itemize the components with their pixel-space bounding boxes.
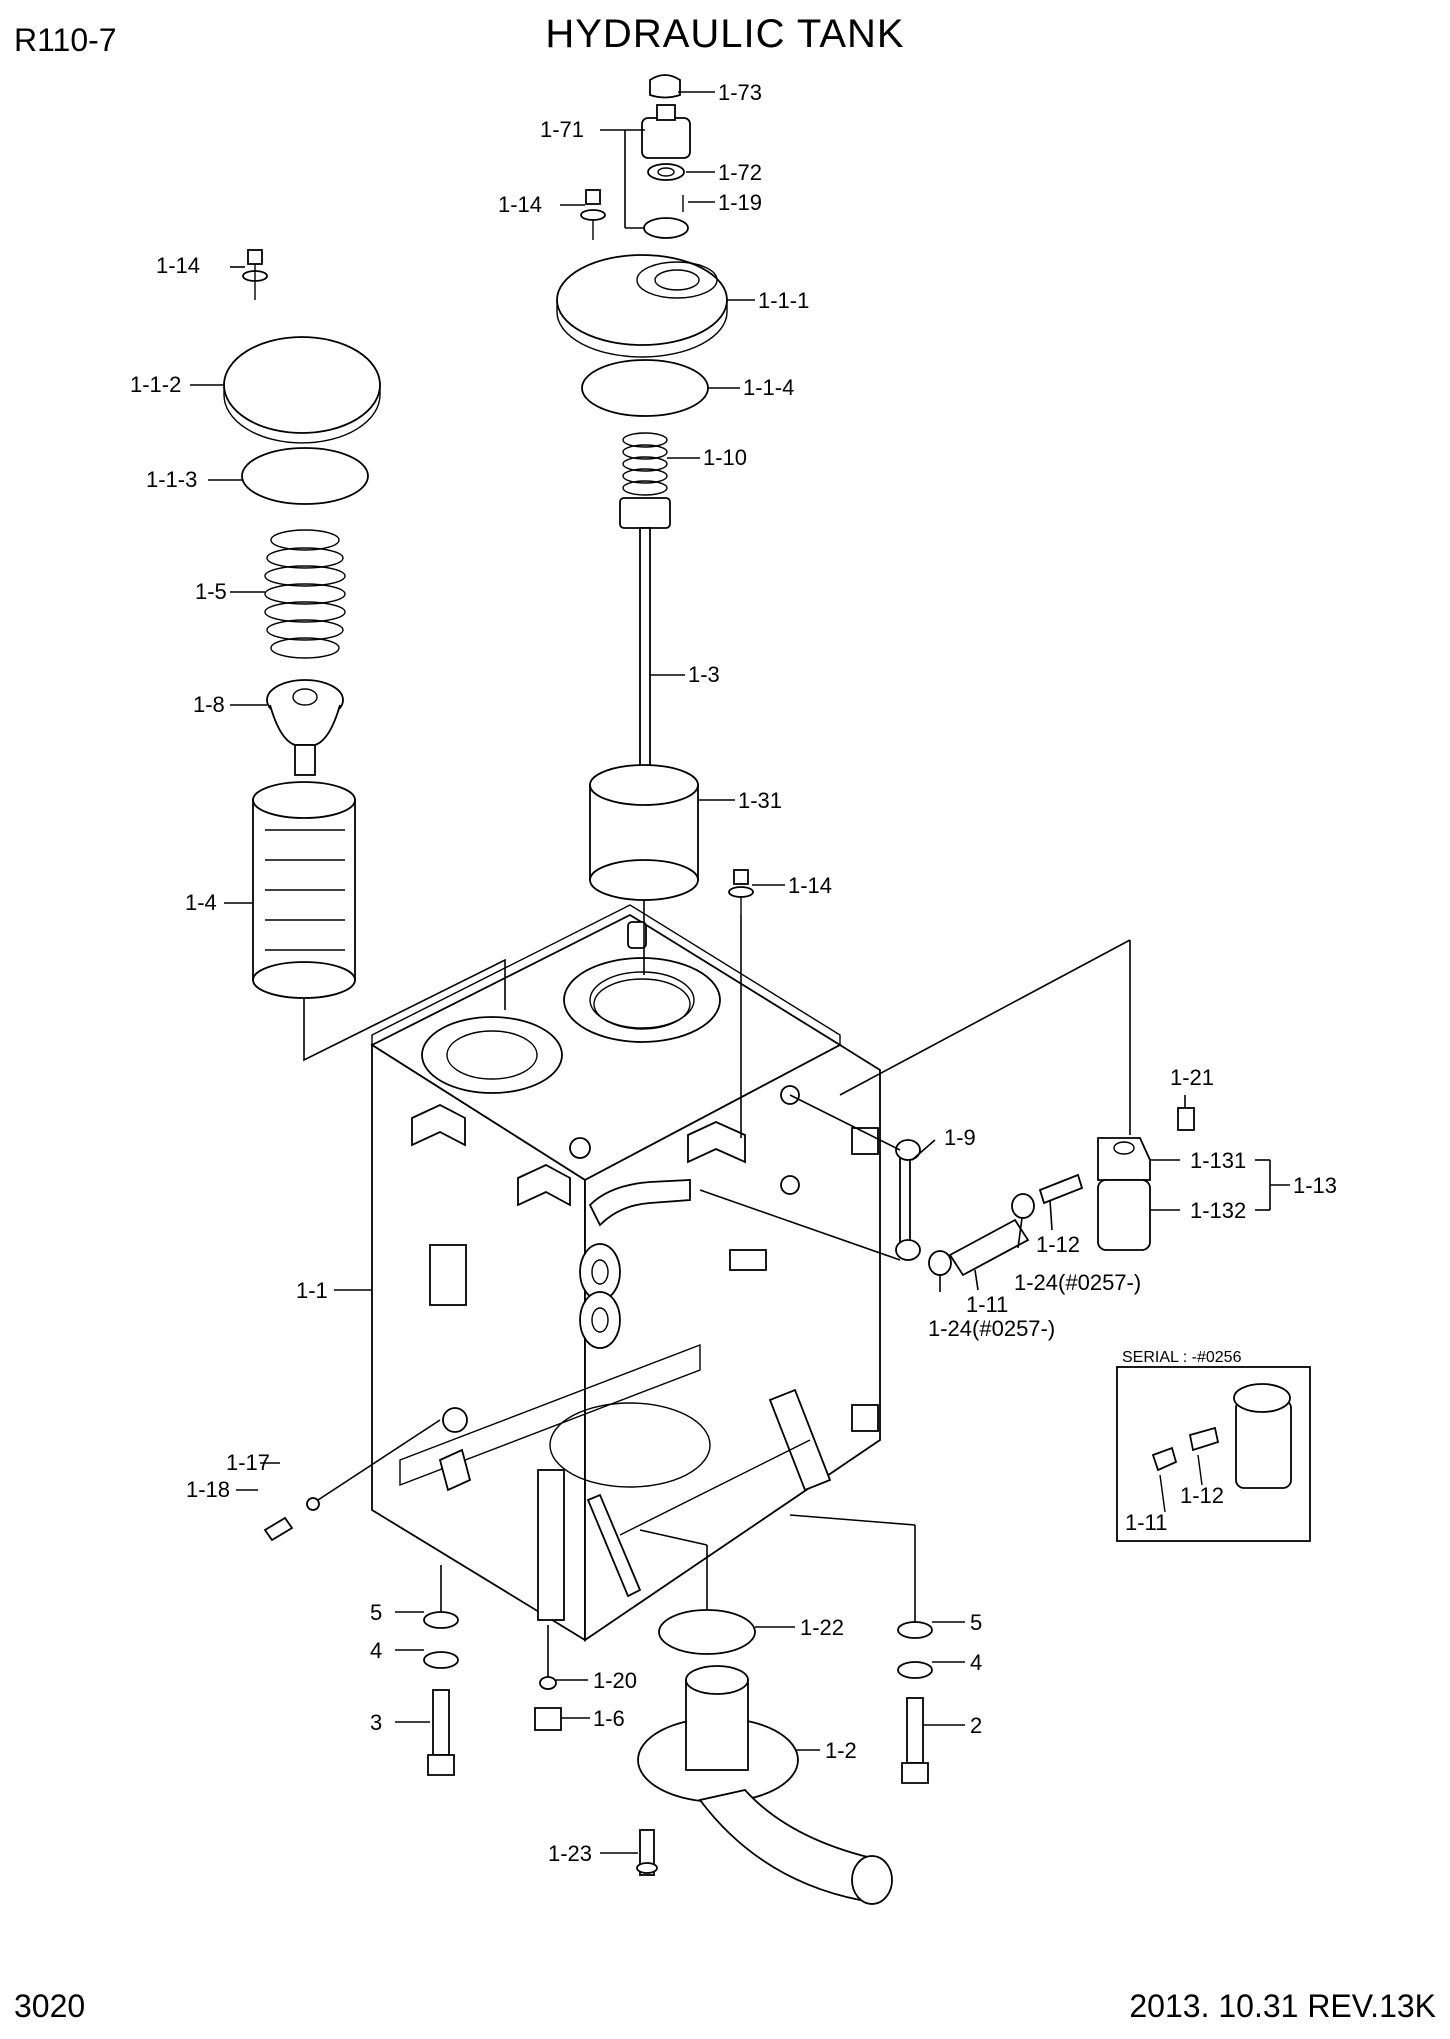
callout-1-14-right: 1-14 <box>788 873 832 898</box>
center-stack <box>556 74 754 915</box>
callout-1-8: 1-8 <box>193 692 225 717</box>
callout-1-14-left: 1-14 <box>156 253 200 278</box>
callout-1-23: 1-23 <box>548 1841 592 1866</box>
callout-1-5: 1-5 <box>195 579 227 604</box>
callout-1-10: 1-10 <box>703 445 747 470</box>
callout-1-1: 1-1 <box>296 1278 328 1303</box>
callout-1-14-top: 1-14 <box>498 192 542 217</box>
callout-1-72: 1-72 <box>718 160 762 185</box>
callout-1-71: 1-71 <box>540 117 584 142</box>
callout-5-left: 5 <box>370 1600 382 1625</box>
inset-title: SERIAL : -#0256 <box>1122 1349 1242 1366</box>
callout-5-right: 5 <box>970 1610 982 1635</box>
left-filter-stack <box>223 249 381 999</box>
callout-2: 2 <box>970 1713 982 1738</box>
leader-lines <box>190 91 1290 1854</box>
callout-1-24-lower: 1-24(#0257-) <box>928 1316 1055 1341</box>
callout-1-24-upper: 1-24(#0257-) <box>1014 1270 1141 1295</box>
callout-1-4: 1-4 <box>185 890 217 915</box>
callout-1-3: 1-3 <box>688 662 720 687</box>
revision-date: 2013. 10.31 REV.13K <box>1129 1988 1436 2024</box>
callout-4-left: 4 <box>370 1638 382 1663</box>
callout-1-9: 1-9 <box>944 1125 976 1150</box>
callout-1-12: 1-12 <box>1036 1232 1080 1257</box>
callout-1-13: 1-13 <box>1293 1173 1337 1198</box>
callout-1-132: 1-132 <box>1190 1198 1246 1223</box>
bottom-parts <box>263 1497 933 1905</box>
callout-1-18: 1-18 <box>186 1477 230 1502</box>
inset-callout-1-12: 1-12 <box>1180 1483 1224 1508</box>
model-code: R110-7 <box>14 22 117 58</box>
callout-1-131: 1-131 <box>1190 1148 1246 1173</box>
inset-panel: SERIAL : -#0256 1-12 1-11 <box>1116 1349 1311 1542</box>
callout-labels: 1-73 1-71 1-72 1-14 1-19 1-14 1-1-1 1-1-… <box>130 80 1337 1866</box>
inset-callout-1-11: 1-11 <box>1125 1510 1167 1535</box>
callout-1-21: 1-21 <box>1170 1065 1214 1090</box>
callout-1-73: 1-73 <box>718 80 762 105</box>
callout-1-2: 1-2 <box>825 1738 857 1763</box>
tank-body <box>370 904 881 1642</box>
callout-3: 3 <box>370 1710 382 1735</box>
line-filter-assembly <box>895 1107 1195 1277</box>
callout-1-22: 1-22 <box>800 1615 844 1640</box>
callout-4-right: 4 <box>970 1650 982 1675</box>
callout-1-6: 1-6 <box>593 1706 625 1731</box>
callout-1-1-3: 1-1-3 <box>146 467 197 492</box>
page-title: HYDRAULIC TANK <box>545 12 905 56</box>
callout-1-20: 1-20 <box>593 1668 637 1693</box>
callout-1-19: 1-19 <box>718 190 762 215</box>
callout-1-1-4: 1-1-4 <box>743 375 794 400</box>
callout-1-11: 1-11 <box>966 1292 1008 1317</box>
callout-1-31: 1-31 <box>738 788 782 813</box>
page-number: 3020 <box>14 1988 86 2024</box>
callout-1-1-1: 1-1-1 <box>758 288 809 313</box>
callout-1-1-2: 1-1-2 <box>130 372 181 397</box>
callout-1-17: 1-17 <box>226 1450 270 1475</box>
